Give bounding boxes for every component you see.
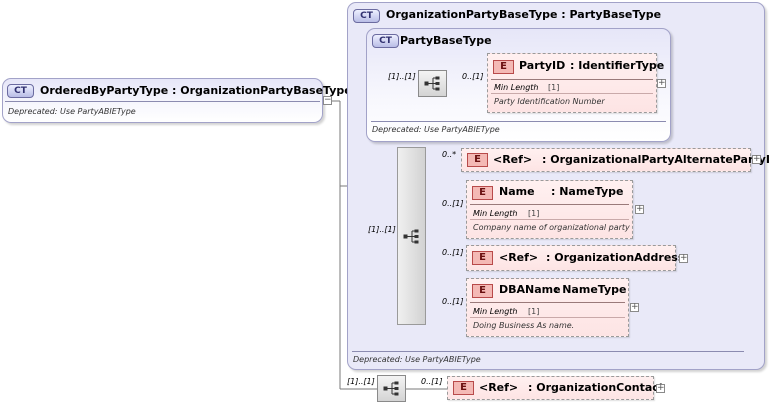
- party-id-element[interactable]: E PartyID : IdentifierType Min Length [1…: [487, 53, 664, 113]
- dba-occurrence: 0..[1]: [442, 297, 464, 306]
- facet-value: [1]: [528, 209, 540, 218]
- organization-sequence-compositor[interactable]: [397, 147, 426, 325]
- element-name: <Ref>: [479, 381, 519, 394]
- party-base-sequence-compositor[interactable]: [418, 70, 447, 97]
- party-id-occurrence: 0..[1]: [462, 72, 484, 81]
- element-name: PartyID: [519, 59, 566, 72]
- root-deprecation-note: Deprecated: Use PartyABIEType: [8, 107, 136, 116]
- element-icon: E: [472, 186, 493, 200]
- party-base-sequence-occurrence: [1]..[1]: [388, 72, 416, 81]
- element-divider: [470, 204, 629, 205]
- root-name: OrderedByPartyType: [40, 84, 169, 97]
- contact-occurrence: 0..[1]: [421, 377, 443, 386]
- facet-value: [1]: [528, 307, 540, 316]
- element-icon: E: [467, 153, 488, 167]
- element-icon: E: [472, 284, 493, 298]
- root-divider: [5, 101, 320, 102]
- contact-sequence-compositor[interactable]: [377, 375, 406, 402]
- complex-type-icon: CT: [7, 84, 34, 98]
- name-expand-toggle[interactable]: +: [635, 204, 644, 214]
- element-type: : NameType: [554, 283, 627, 296]
- element-divider: [470, 302, 625, 303]
- element-name: <Ref>: [499, 251, 539, 264]
- element-icon: E: [472, 251, 493, 265]
- sequence-icon: [424, 76, 440, 91]
- element-icon: E: [493, 60, 514, 74]
- organization-address-element[interactable]: E <Ref> : OrganizationAddress: [466, 245, 684, 271]
- root-type-name: OrderedByPartyType : OrganizationPartyBa…: [40, 84, 352, 97]
- element-type: : IdentifierType: [570, 59, 665, 72]
- alt-party-occurrence: 0..*: [442, 150, 457, 159]
- root-type-box[interactable]: CT OrderedByPartyType : OrganizationPart…: [2, 78, 352, 123]
- facet-label: Min Length: [473, 307, 518, 316]
- element-name: DBAName: [499, 283, 561, 296]
- organization-type-note: Deprecated: Use PartyABIEType: [353, 355, 481, 364]
- complex-type-icon: CT: [372, 34, 399, 48]
- element-divider: [491, 79, 653, 80]
- element-divider: [491, 93, 653, 94]
- element-divider: [470, 317, 625, 318]
- name-occurrence: 0..[1]: [442, 199, 464, 208]
- party-base-type-divider: [371, 121, 666, 122]
- complex-type-icon: CT: [353, 9, 380, 23]
- element-type: : OrganizationalPartyAlternatePartyId: [542, 153, 769, 166]
- element-documentation: Doing Business As name.: [473, 321, 575, 330]
- element-name: <Ref>: [493, 153, 533, 166]
- element-type: : NameType: [551, 185, 624, 198]
- party-base-type-note: Deprecated: Use PartyABIEType: [372, 125, 500, 134]
- organization-type-title: OrganizationPartyBaseType : PartyBaseTyp…: [386, 8, 662, 21]
- element-type: : OrganizationContact: [528, 381, 665, 394]
- contact-expand-toggle[interactable]: +: [656, 383, 665, 393]
- element-name: Name: [499, 185, 535, 198]
- sequence-icon: [403, 229, 419, 244]
- root-collapse-toggle[interactable]: −: [323, 95, 332, 105]
- dba-expand-toggle[interactable]: +: [630, 302, 639, 312]
- sequence-icon: [383, 381, 399, 396]
- alternate-party-id-element[interactable]: E <Ref> : OrganizationalPartyAlternatePa…: [461, 148, 769, 172]
- element-divider: [470, 219, 629, 220]
- element-icon: E: [453, 381, 474, 395]
- facet-label: Min Length: [473, 209, 518, 218]
- name-element[interactable]: E Name : NameType Min Length [1] Company…: [466, 180, 633, 239]
- contact-sequence-occurrence: [1]..[1]: [347, 377, 375, 386]
- element-documentation: Party Identification Number: [494, 97, 605, 106]
- dba-name-element[interactable]: E DBAName : NameType Min Length [1] Doin…: [466, 278, 629, 337]
- address-expand-toggle[interactable]: +: [679, 253, 688, 263]
- root-sep: :: [172, 84, 177, 97]
- organization-type-divider: [352, 351, 744, 352]
- root-type: OrganizationPartyBaseType: [180, 84, 352, 97]
- org-sequence-occurrence: [1]..[1]: [368, 225, 396, 234]
- element-documentation: Company name of organizational party: [473, 223, 630, 232]
- party-base-type-title: PartyBaseType: [400, 34, 492, 47]
- organization-contact-element[interactable]: E <Ref> : OrganizationContact: [447, 376, 664, 400]
- address-occurrence: 0..[1]: [442, 248, 464, 257]
- facet-value: [1]: [548, 83, 560, 92]
- element-type: : OrganizationAddress: [546, 251, 685, 264]
- party-id-expand-toggle[interactable]: +: [657, 78, 666, 88]
- facet-label: Min Length: [494, 83, 539, 92]
- alternate-party-expand-toggle[interactable]: +: [752, 154, 761, 164]
